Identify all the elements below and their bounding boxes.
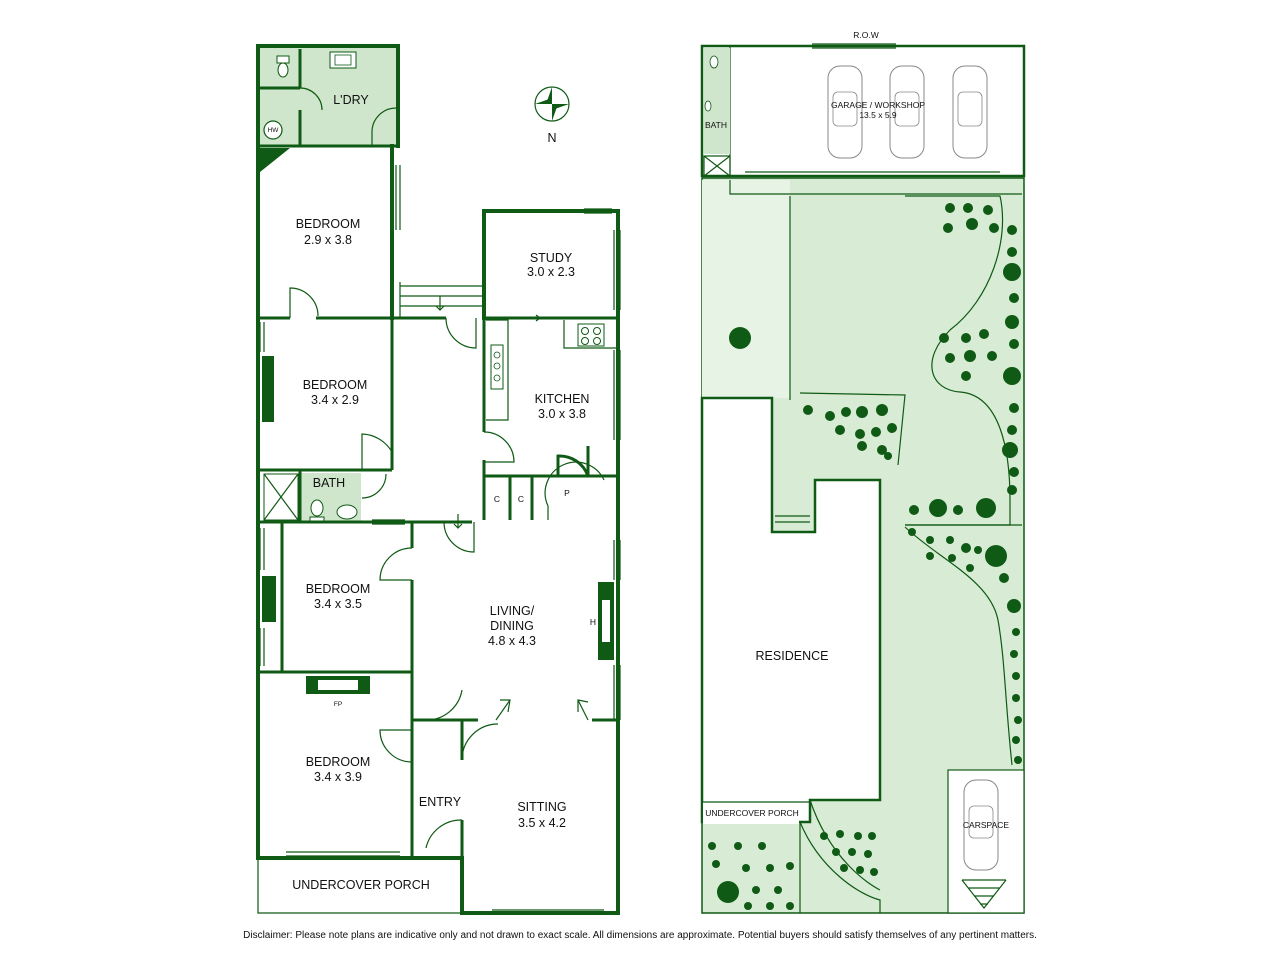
paved-area <box>702 180 790 400</box>
hot-water-unit <box>263 120 283 140</box>
room-label-sitting: SITTING <box>517 800 566 814</box>
room-label-ldry: L'DRY <box>333 93 369 107</box>
cupboard-marker-1: C <box>494 494 500 504</box>
room-size-bedroom-2: 3.4 x 2.9 <box>311 393 359 407</box>
room-label-bedroom-1: BEDROOM <box>296 217 361 231</box>
room-size-bedroom-1: 2.9 x 3.8 <box>304 233 352 247</box>
room-label-bedroom-2: BEDROOM <box>303 378 368 392</box>
room-size-kitchen: 3.0 x 3.8 <box>538 407 586 421</box>
laundry-trough-icon <box>329 51 357 69</box>
room-size-study: 3.0 x 2.3 <box>527 265 575 279</box>
room-label-study: STUDY <box>530 251 573 265</box>
north-arrow-icon: N <box>534 86 570 145</box>
room-label-dining: DINING <box>490 619 534 633</box>
residence-porch-area <box>703 802 799 824</box>
room-label-living: LIVING/ <box>490 604 535 618</box>
bath-basin-icon <box>336 504 358 520</box>
room-size-living: 4.8 x 4.3 <box>488 634 536 648</box>
cooktop-icon <box>577 323 605 347</box>
room-label-bedroom-3: BEDROOM <box>306 582 371 596</box>
garden-trees <box>708 203 1022 910</box>
car-icon-4 <box>963 779 999 871</box>
room-size-bedroom-3: 3.4 x 3.5 <box>314 597 362 611</box>
pantry-marker: P <box>564 488 570 498</box>
room-label-porch: UNDERCOVER PORCH <box>292 878 430 892</box>
fireplace-marker: FP <box>334 701 342 708</box>
room-label-bath: BATH <box>313 476 345 490</box>
residence-label: RESIDENCE <box>756 649 829 663</box>
bath-toilet-icon <box>310 499 324 517</box>
house-floor-plan: HW <box>256 44 621 915</box>
room-size-bedroom-4: 3.4 x 3.9 <box>314 770 362 784</box>
compass-label: N <box>547 131 556 145</box>
site-plan: R.O.W GARAGE / WORKSHOP 13.5 x 5.9 BATH … <box>700 30 1026 914</box>
car-icon-3 <box>952 65 988 159</box>
row-label: R.O.W <box>853 30 879 40</box>
site-porch-label: UNDERCOVER PORCH <box>705 808 799 818</box>
garage-size: 13.5 x 5.9 <box>859 110 897 120</box>
hw-marker: HW <box>268 127 280 134</box>
car-icon-2 <box>889 65 925 159</box>
garage-label: GARAGE / WORKSHOP <box>831 100 925 110</box>
room-label-bedroom-4: BEDROOM <box>306 755 371 769</box>
laundry-toilet-icon <box>277 62 289 78</box>
heater-marker: H <box>590 617 596 627</box>
room-label-kitchen: KITCHEN <box>535 392 590 406</box>
carspace-label: CARSPACE <box>963 820 1009 830</box>
room-size-sitting: 3.5 x 4.2 <box>518 816 566 830</box>
room-label-entry: ENTRY <box>419 795 462 809</box>
disclaimer-text: Disclaimer: Please note plans are indica… <box>243 930 1037 941</box>
site-bath-label: BATH <box>705 120 727 130</box>
cupboard-marker-2: C <box>518 494 524 504</box>
car-icon-1 <box>827 65 863 159</box>
rear-steps <box>399 282 484 318</box>
